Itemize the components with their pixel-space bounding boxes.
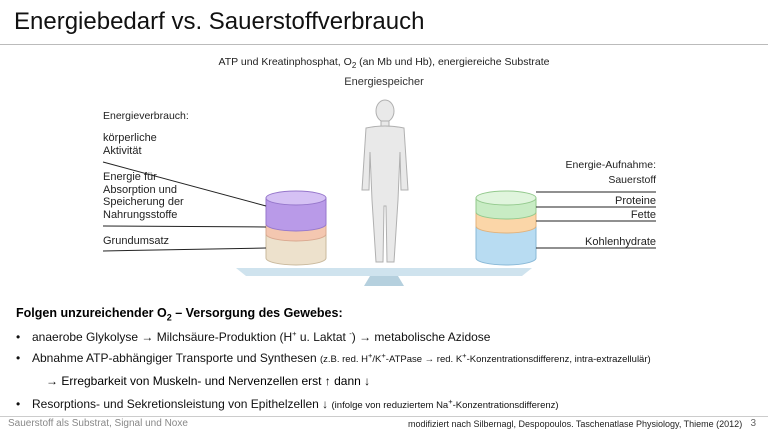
label-absorption: Energie für Absorption und Speicherung d… xyxy=(103,171,184,221)
label-basal-metabolism: Grundumsatz xyxy=(103,235,170,247)
activity-segment xyxy=(265,197,327,232)
energy-consumption-stack xyxy=(265,190,327,266)
energy-storage-label: Energiespeicher xyxy=(344,76,424,88)
arrow-icon: → xyxy=(424,354,435,366)
energy-balance-figure xyxy=(102,99,656,286)
footer-divider xyxy=(0,416,768,417)
page-number: 3 xyxy=(750,418,756,429)
scale-base xyxy=(236,268,532,276)
footer-series-title: Sauerstoff als Substrat, Signal und Noxe xyxy=(8,418,188,429)
arrow-icon: → xyxy=(46,374,58,388)
bullet-anaerobic-glycolysis: •anaerobe Glykolyse → Milchsäure-Produkt… xyxy=(16,329,491,344)
consumption-heading: Energieverbrauch: xyxy=(103,110,189,122)
footer-citation: modifiziert nach Silbernagl, Despopoulos… xyxy=(408,419,743,429)
consequences-heading: Folgen unzureichender O2 – Versorgung de… xyxy=(16,306,343,323)
figure-top-caption: ATP und Kreatinphosphat, O2 (an Mb und H… xyxy=(218,56,550,71)
arrow-icon: → xyxy=(359,330,372,344)
slide-title: Energiebedarf vs. Sauerstoffverbrauch xyxy=(14,8,425,35)
carbs-segment xyxy=(475,225,537,266)
bullet-epithelial-secretion: •Resorptions- und Sekretionsleistung von… xyxy=(16,397,559,412)
arrow-icon: → xyxy=(141,330,154,344)
label-physical-activity: körperliche Aktivität xyxy=(103,132,157,157)
bullet-atp-transport: •Abnahme ATP-abhängiger Transporte und S… xyxy=(16,351,651,366)
human-figure-icon xyxy=(361,99,409,263)
scale-stand xyxy=(364,276,404,286)
label-proteins: Proteine xyxy=(615,195,656,207)
basal-segment xyxy=(265,233,327,266)
label-fats: Fette xyxy=(630,209,656,221)
energy-intake-stack xyxy=(475,190,537,266)
intake-heading: Energie-Aufnahme: Sauerstoff xyxy=(565,159,656,186)
label-carbohydrates: Kohlenhydrate xyxy=(585,236,656,248)
bullet-excitability: → Erregbarkeit von Muskeln- und Nervenze… xyxy=(46,374,371,388)
title-divider xyxy=(0,44,768,45)
